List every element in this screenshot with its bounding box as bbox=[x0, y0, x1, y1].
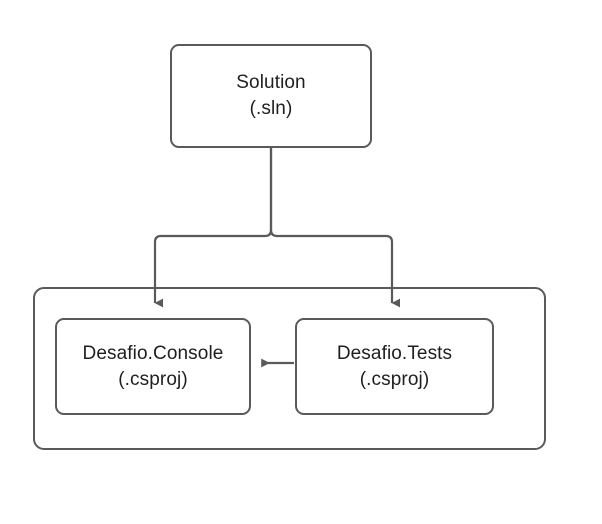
node-console-name: Desafio.Console bbox=[82, 342, 224, 364]
node-tests-extension: (.csproj) bbox=[359, 368, 430, 390]
projects-group-container bbox=[33, 287, 546, 450]
edge-solution-to-console bbox=[153, 148, 273, 308]
edge-solution-to-tests bbox=[269, 148, 400, 308]
node-solution[interactable]: Solution (.sln) bbox=[170, 44, 372, 148]
node-solution-name: Solution bbox=[236, 72, 306, 94]
node-desafio-tests[interactable]: Desafio.Tests (.csproj) bbox=[295, 318, 494, 415]
node-console-extension: (.csproj) bbox=[118, 368, 188, 390]
node-solution-extension: (.sln) bbox=[249, 98, 293, 119]
node-desafio-console[interactable]: Desafio.Console (.csproj) bbox=[55, 318, 251, 415]
node-tests-name: Desafio.Tests bbox=[336, 342, 453, 364]
